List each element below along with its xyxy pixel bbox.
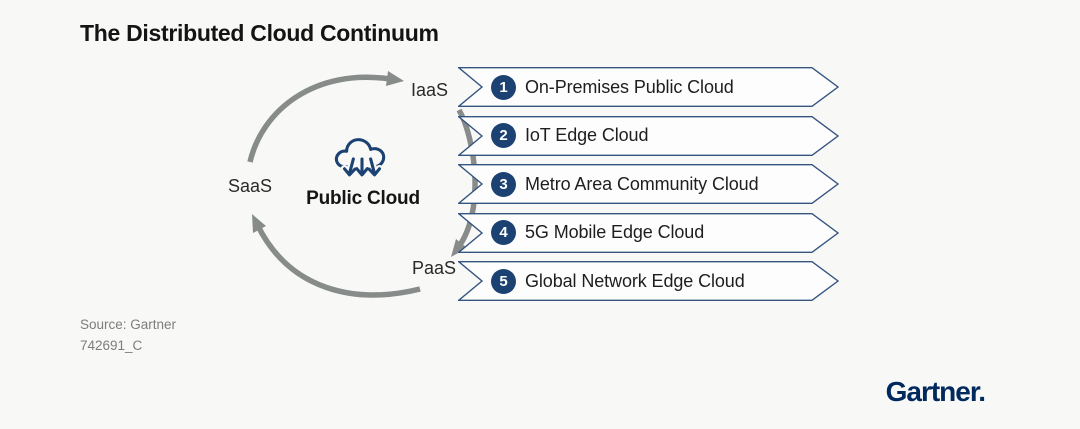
- banner-label: On-Premises Public Cloud: [525, 76, 734, 97]
- banner-item-3: 3 Metro Area Community Cloud: [458, 164, 839, 204]
- arc-saas-to-iaas: [247, 74, 391, 163]
- banner-arrow-shape: [458, 164, 839, 204]
- banner-item-4: 4 5G Mobile Edge Cloud: [458, 212, 839, 253]
- banner-item-2: 2 IoT Edge Cloud: [458, 115, 839, 156]
- banner-arrow-shape: [458, 67, 839, 107]
- paas-label: PaaS: [412, 258, 457, 278]
- banner-item-1: 1 On-Premises Public Cloud: [458, 67, 839, 107]
- arc-paas-to-saas: [255, 224, 421, 298]
- arrowhead-paas: [451, 239, 467, 257]
- banner-label: Global Network Edge Cloud: [525, 270, 745, 291]
- saas-label: SaaS: [228, 176, 273, 196]
- banner-arrow-shape: [458, 212, 839, 253]
- banner-number-badge: 5: [491, 268, 516, 294]
- banner-number-badge: 1: [491, 74, 516, 100]
- banner-arrow-shape: [458, 115, 839, 156]
- banner-number-badge: 4: [491, 220, 516, 245]
- source-line: Source: Gartner: [80, 317, 177, 332]
- figure-title: The Distributed Cloud Continuum: [80, 20, 439, 46]
- banner-number-badge: 3: [491, 171, 516, 197]
- source-block: Source: Gartner 742691_C: [80, 314, 176, 356]
- gartner-logo: Gartner.: [885, 376, 986, 407]
- arrowhead-saas: [252, 214, 266, 233]
- public-cloud-label: Public Cloud: [306, 188, 420, 209]
- banner-item-5: 5 Global Network Edge Cloud: [458, 261, 839, 301]
- down-arrows-icon: [342, 157, 382, 177]
- banner-arrow-shape: [458, 261, 839, 301]
- cloud-outline: [334, 138, 386, 169]
- iaas-label: IaaS: [411, 80, 449, 100]
- public-cloud-icon: [334, 138, 386, 179]
- doc-id: 742691_C: [80, 338, 143, 353]
- arrowhead-iaas: [386, 71, 404, 86]
- banner-number-badge: 2: [491, 123, 516, 148]
- banner-label: 5G Mobile Edge Cloud: [525, 222, 705, 242]
- banner-label: IoT Edge Cloud: [525, 125, 649, 145]
- banner-label: Metro Area Community Cloud: [525, 173, 759, 194]
